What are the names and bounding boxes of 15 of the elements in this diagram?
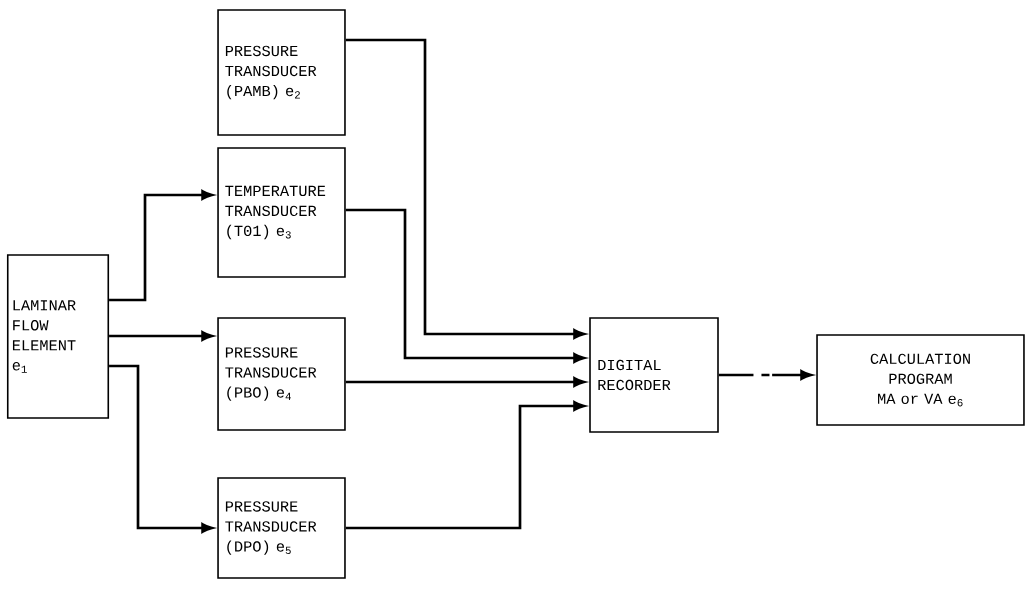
arrow xyxy=(718,370,813,380)
arrow xyxy=(109,364,214,533)
block-box: PRESSURE TRANSDUCER (PAMB) e$_{2}$ xyxy=(217,9,346,136)
block-box: TEMPERATURE TRANSDUCER (T01) e$_{3}$ xyxy=(217,147,346,278)
block-box: CALCULATION PROGRAM MA or VA e$_{6}$ xyxy=(816,334,1025,426)
arrow xyxy=(109,190,214,302)
arrow xyxy=(345,208,586,363)
block-box: DIGITAL RECORDER xyxy=(589,317,719,433)
arrow xyxy=(109,331,214,341)
block-box: PRESSURE TRANSDUCER (DPO) e$_{5}$ xyxy=(217,477,346,579)
arrow xyxy=(345,38,586,339)
block-box: PRESSURE TRANSDUCER (PBO) e$_{4}$ xyxy=(217,317,346,431)
block-box: LAMINAR FLOW ELEMENT e$_{1}$ xyxy=(6,254,110,419)
arrow xyxy=(345,401,586,530)
arrow xyxy=(345,377,586,387)
